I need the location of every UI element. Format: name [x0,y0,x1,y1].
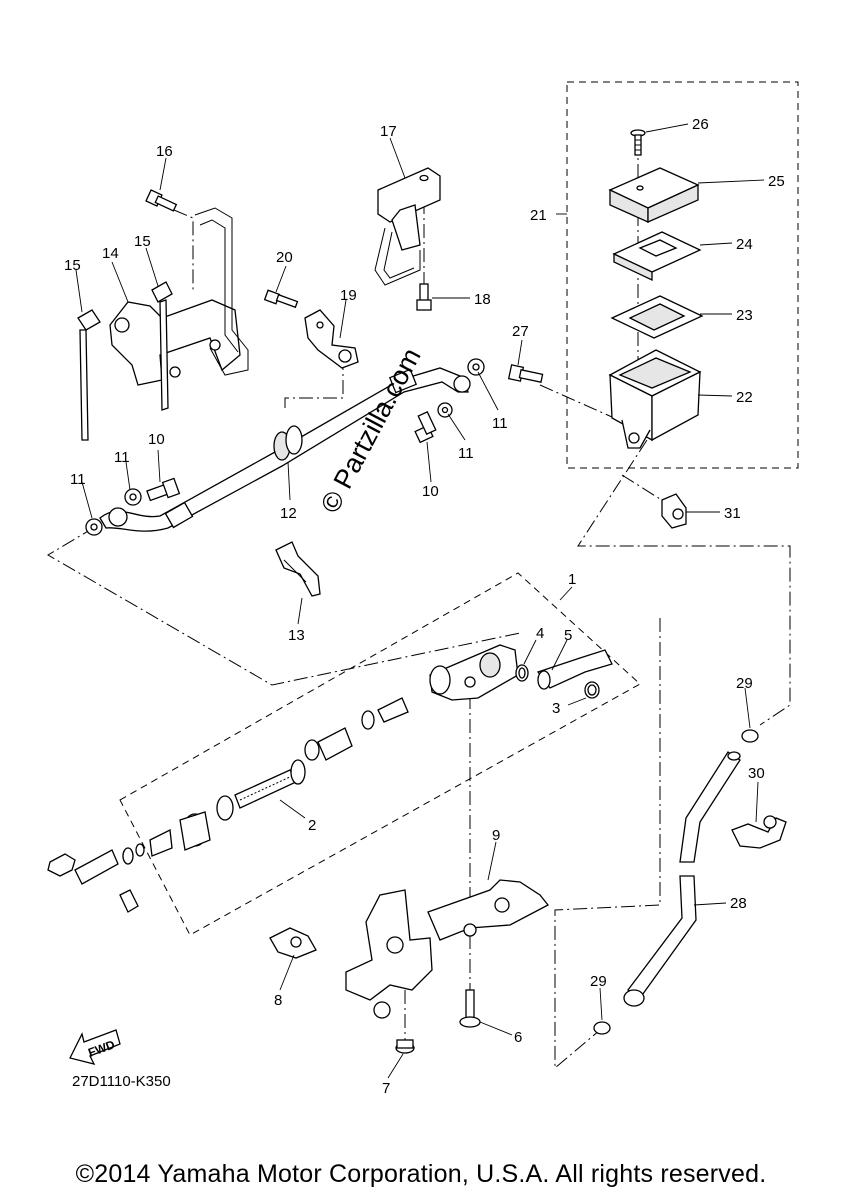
callout-27: 27 [512,323,529,340]
callout-6: 6 [514,1029,522,1046]
cap-plate-24 [612,231,702,282]
callout-15-right: 15 [134,233,151,250]
callout-16: 16 [156,143,173,160]
diaphragm-23 [610,295,704,339]
circlip-3 [584,681,600,699]
hose-route-line-lower [554,618,661,1070]
callout-30: 30 [748,765,765,782]
bracket-14 [109,207,249,386]
callout-22: 22 [736,389,753,406]
callout-21: 21 [530,207,547,224]
bolt-6 [459,989,481,1028]
pushrod-clevis [47,843,145,913]
callout-20: 20 [276,249,293,266]
callout-8: 8 [274,992,282,1009]
callout-5: 5 [564,627,572,644]
cable-tie-15-left [77,309,101,441]
bracket-axis-line [173,209,194,290]
callout-2: 2 [308,817,316,834]
brake-hose-12 [99,367,471,532]
reservoir-cap-25 [608,167,700,224]
callout-11-left: 11 [70,471,86,488]
diagram-code: 27D1110-K350 [72,1073,171,1090]
bolt-20 [263,289,299,309]
callout-15-left: 15 [64,257,81,274]
callout-11-mid: 11 [114,449,130,466]
callout-29-bottom: 29 [590,973,607,990]
hose-clamp-29-bottom [593,1021,611,1035]
bolt-16 [145,189,178,212]
washer-11-left [85,518,103,536]
callout-24: 24 [736,236,753,253]
bracket-17 [374,167,441,286]
bolt-18 [416,283,432,311]
piston-kit-2 [149,697,409,857]
clip-31 [661,493,687,529]
callout-4: 4 [536,625,544,642]
union-bolt-10-left [146,477,181,502]
callout-11-upper: 11 [492,415,508,432]
hose-route-line-upper [284,360,344,408]
copyright-notice: ©2014 Yamaha Motor Corporation, U.S.A. A… [75,1160,767,1188]
callout-19: 19 [340,287,357,304]
callout-13: 13 [288,627,305,644]
reservoir-route-line [577,419,791,726]
callout-18: 18 [474,291,491,308]
hose-route-line-left [47,526,521,686]
hose-clip-13 [275,541,321,597]
washer-11-mid [124,488,142,506]
callout-3: 3 [552,700,560,717]
master-cylinder-group-box [119,572,641,936]
reservoir-group-box [566,81,799,469]
nut-7 [395,1039,415,1054]
callout-10-right: 10 [422,483,439,500]
bush-8 [269,927,317,959]
callout-26: 26 [692,116,709,133]
master-cylinder-body [429,644,519,701]
union-bolt-10-right [414,410,437,444]
hose-joint-5 [536,649,613,690]
callout-29-top: 29 [736,675,753,692]
callout-12: 12 [280,505,297,522]
callout-25: 25 [768,173,785,190]
hose-clamp-29-top [741,729,759,743]
bracket-19 [304,309,359,369]
callout-labels: 1 2 3 4 5 6 7 8 9 10 10 11 11 11 11 12 1… [64,116,785,1097]
cable-tie-15-right [151,281,173,411]
callout-1: 1 [568,571,576,588]
callout-23: 23 [736,307,753,324]
washer-11-upper [467,358,485,376]
callout-28: 28 [730,895,747,912]
washer-11-right [437,402,453,418]
callout-7: 7 [382,1080,390,1097]
callout-9: 9 [492,827,500,844]
reservoir-screw-26 [630,129,646,156]
pedal-bracket-9 [345,879,549,1019]
reservoir-to-clip-line [621,474,669,505]
bolt-27 [507,364,544,383]
reservoir-body-22 [608,349,702,449]
callout-31: 31 [724,505,741,522]
leader-lines [75,123,765,1079]
callout-10-left: 10 [148,431,165,448]
fwd-arrow-icon: FWD [69,1029,121,1065]
sensor-30 [731,815,787,849]
o-ring-4 [515,664,529,682]
reservoir-hose-28 [623,751,741,1007]
callout-17: 17 [380,123,397,140]
callout-14: 14 [102,245,119,262]
callout-11-right: 11 [458,445,474,462]
